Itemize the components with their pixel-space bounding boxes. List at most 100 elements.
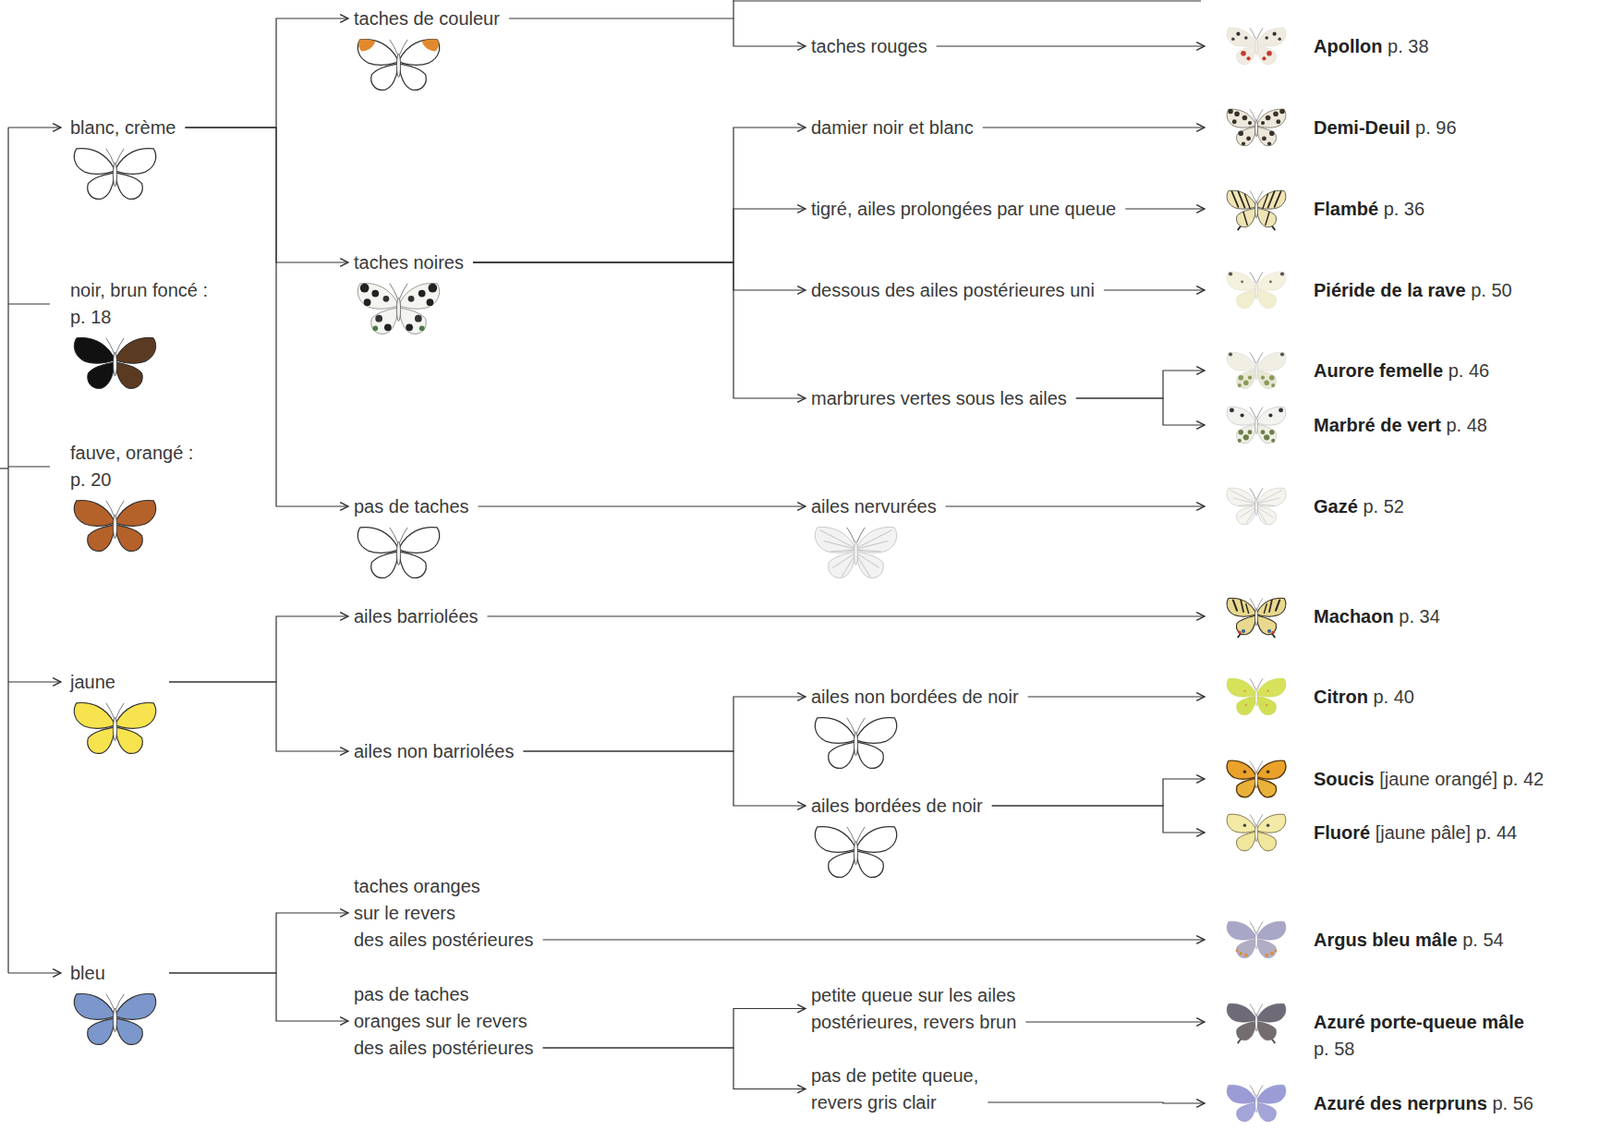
butterfly-icon [353,278,444,339]
species-label: Soucis[jaune orangé]p. 42 [1313,765,1544,793]
cut-branch [732,0,734,19]
key-text: pas de petite queue, revers gris clair [811,1062,979,1116]
key-text: noir, brun foncé : p. 18 [70,277,208,331]
species-entry: Demi-Deuilp. 96 [1210,114,1457,142]
key-text: dessous des ailes postérieures uni [811,277,1095,304]
butterfly-photo [1224,593,1289,640]
key-text: ailes non bordées de noir [811,683,1019,711]
species-label: Aurore femellep. 46 [1313,357,1490,385]
page-ref: p. 56 [1491,1092,1533,1114]
key-text: marbrures vertes sous les ailes [811,385,1067,413]
page-ref: p. 34 [1398,606,1440,627]
key-connector [169,972,349,1021]
species-name: Azuré porte-queue mâle [1313,1011,1525,1032]
page-ref: p. 96 [1415,117,1456,138]
page-ref: p. 46 [1448,360,1490,381]
species-label: Piéride de la ravep. 50 [1313,277,1513,304]
key-connector [472,262,806,291]
page-ref: p. 52 [1362,496,1404,517]
species-entry: Soucis[jaune orangé]p. 42 [1210,765,1544,793]
key-text: ailes non barriolées [353,738,514,765]
species-entry: Marbré de vertp. 48 [1210,412,1488,439]
key-connector [509,18,806,47]
key-criterion: fauve, orangé : p. 20 [70,439,194,556]
species-name: Demi-Deuil [1313,117,1410,138]
key-text: taches noires [353,249,464,277]
key-criterion: blanc, crème [70,114,177,204]
key-criterion: ailes barriolées [353,603,479,631]
key-connector [543,938,1205,940]
key-connector [472,208,806,263]
species-name: Aurore femelle [1313,360,1443,381]
key-text: ailes barriolées [353,603,479,631]
key-criterion: taches oranges sur le revers des ailes p… [353,872,534,954]
key-criterion: dessous des ailes postérieures uni [811,277,1095,304]
key-criterion: ailes nervurées [811,493,937,582]
species-entry: Azuré des nerprunsp. 56 [1210,1090,1534,1117]
species-label: Demi-Deuilp. 96 [1313,114,1457,142]
key-connector [992,778,1205,806]
key-connector [992,805,1205,833]
key-text: petite queue sur les ailes postérieures,… [811,981,1017,1036]
species-name: Flambé [1313,198,1379,219]
key-connector [185,127,350,263]
key-criterion: tigré, ailes prolongées par une queue [811,195,1116,223]
species-entry: Gazép. 52 [1210,493,1405,521]
key-criterion: petite queue sur les ailes postérieures,… [811,981,1017,1036]
page-ref: p. 58 [1313,1035,1525,1063]
bracket-arrow [8,971,61,973]
species-entry: Flambép. 36 [1210,195,1425,223]
key-connector [185,18,350,128]
key-criterion: bleu [70,959,160,1049]
page-ref: p. 36 [1383,198,1425,219]
species-label: Azuré des nerprunsp. 56 [1313,1090,1534,1117]
bracket-arrow [8,126,61,128]
species-entry: Fluoré[jaune pâle]p. 44 [1210,819,1517,847]
key-text: taches de couleur [353,5,500,33]
key-connector [472,127,806,263]
key-criterion: ailes non barriolées [353,738,514,765]
key-connector [169,681,349,752]
butterfly-photo [1224,266,1289,314]
key-connector [169,616,349,682]
butterfly-icon [70,333,160,393]
key-criterion: taches rouges [811,33,928,61]
key-criterion: damier noir et blanc [811,114,974,142]
species-entry: Citronp. 40 [1210,683,1415,711]
key-connector [1103,289,1205,291]
species-entry: Apollonp. 38 [1210,33,1430,61]
butterfly-photo [1224,483,1289,530]
species-label: Apollonp. 38 [1313,33,1430,61]
butterfly-icon [353,35,444,95]
key-connector [472,262,806,399]
butterfly-photo [1224,755,1289,802]
key-text: tigré, ailes prolongées par une queue [811,195,1116,223]
key-connector [987,1102,1205,1104]
species-name: Marbré de vert [1313,414,1442,436]
species-label: Argus bleu mâlep. 54 [1313,926,1504,954]
butterfly-photo [1224,104,1289,151]
bracket-line [7,127,9,973]
species-name: Soucis [1313,768,1375,789]
key-criterion: pas de petite queue, revers gris clair [811,1062,979,1116]
butterfly-icon [811,522,901,582]
key-connector [945,505,1205,507]
species-name: Piéride de la rave [1313,279,1467,301]
species-label: Machaonp. 34 [1313,603,1441,631]
color-note: [jaune orangé] [1379,768,1498,789]
key-connector [522,696,806,752]
key-text: jaune [70,668,160,696]
butterfly-icon [70,144,160,204]
butterfly-photo [1224,916,1289,963]
key-criterion: taches de couleur [353,5,500,95]
butterfly-photo [1224,23,1289,70]
species-name: Fluoré [1313,822,1370,843]
key-text: fauve, orangé : p. 20 [70,439,194,494]
key-criterion: noir, brun foncé : p. 18 [70,277,208,393]
key-connector [1076,370,1205,399]
key-criterion: jaune [70,668,160,758]
key-text: ailes bordées de noir [811,792,983,820]
